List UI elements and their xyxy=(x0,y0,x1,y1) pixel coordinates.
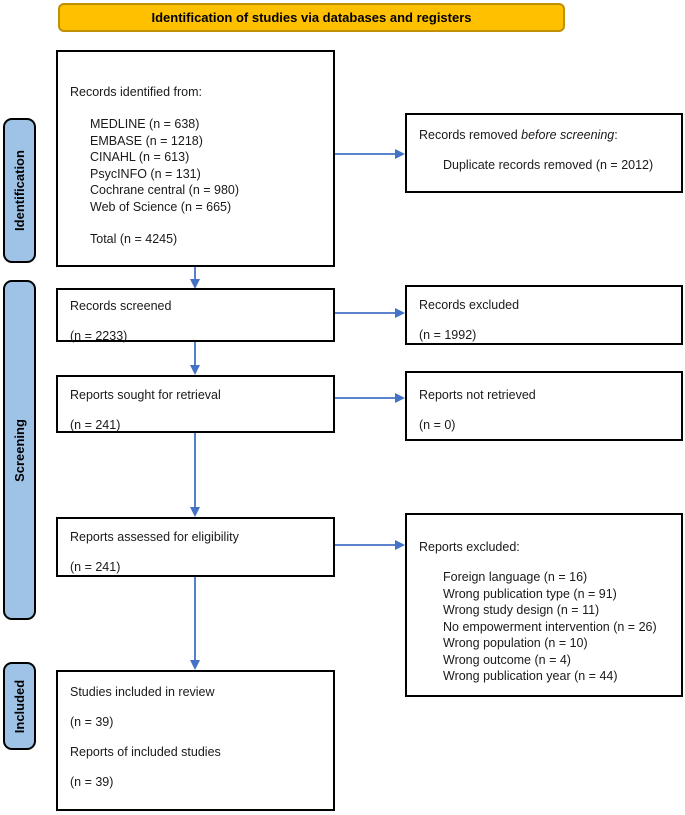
records-screened-count: (n = 2233) xyxy=(70,329,128,343)
reason-wrong-study-design: Wrong study design (n = 11) xyxy=(443,603,600,617)
records-identified-total: Total (n = 4245) xyxy=(90,232,178,246)
source-medline: MEDLINE (n = 638) xyxy=(90,117,200,131)
box-studies-included: Studies included in review (n = 39) Repo… xyxy=(56,670,335,811)
reports-not-retrieved-count: (n = 0) xyxy=(419,418,456,432)
reason-wrong-publication-year: Wrong publication year (n = 44) xyxy=(443,669,618,683)
box-records-screened: Records screened (n = 2233) xyxy=(56,288,335,343)
studies-included-line2: Reports of included studies xyxy=(70,745,221,759)
arrow-sought-to-not-retrieved xyxy=(335,393,405,403)
source-cinahl: CINAHL (n = 613) xyxy=(90,150,190,164)
records-identified-sources: MEDLINE (n = 638) EMBASE (n = 1218) CINA… xyxy=(90,116,321,215)
stage-included-text: Included xyxy=(12,679,28,733)
studies-included-line1: Studies included in review xyxy=(70,685,215,699)
records-removed-title-italic: before screening xyxy=(521,128,615,142)
reports-assessed-title: Reports assessed for eligibility xyxy=(70,530,239,544)
reports-sought-title: Reports sought for retrieval xyxy=(70,388,221,402)
arrow-assessed-to-reports-excluded xyxy=(335,540,405,550)
records-excluded-title: Records excluded xyxy=(419,298,520,312)
box-records-excluded: Records excluded (n = 1992) xyxy=(405,285,683,345)
source-psycinfo: PsycINFO (n = 131) xyxy=(90,166,201,181)
arrow-identified-to-screened xyxy=(190,267,200,289)
source-embase: EMBASE (n = 1218) xyxy=(90,133,203,148)
records-removed-title-suffix: : xyxy=(614,128,618,142)
arrow-identified-to-removed xyxy=(335,149,405,159)
arrow-sought-to-assessed xyxy=(190,433,200,517)
records-screened-title: Records screened xyxy=(70,299,172,313)
reports-not-retrieved-title: Reports not retrieved xyxy=(419,388,536,402)
duplicate-records-removed: Duplicate records removed (n = 2012) xyxy=(443,158,654,172)
banner-identification-of-studies: Identification of studies via databases … xyxy=(58,3,565,32)
stage-label-screening: Screening xyxy=(3,280,36,620)
arrow-assessed-to-included xyxy=(190,577,200,670)
source-web-of-science: Web of Science (n = 665) xyxy=(90,199,232,214)
studies-included-count1: (n = 39) xyxy=(70,715,114,729)
records-removed-title: Records removed before screening: xyxy=(419,127,669,143)
reason-foreign-language: Foreign language (n = 16) xyxy=(443,570,588,584)
reports-excluded-title: Reports excluded: xyxy=(419,540,520,554)
stage-label-included: Included xyxy=(3,662,36,750)
reason-no-empowerment-intervention: No empowerment intervention (n = 26) xyxy=(443,619,657,634)
box-reports-not-retrieved: Reports not retrieved (n = 0) xyxy=(405,371,683,441)
box-reports-assessed: Reports assessed for eligibility (n = 24… xyxy=(56,517,335,577)
arrow-screened-to-sought xyxy=(190,342,200,375)
stage-screening-text: Screening xyxy=(12,418,28,482)
banner-label: Identification of studies via databases … xyxy=(151,10,472,25)
records-identified-title: Records identified from: xyxy=(70,85,203,99)
box-records-removed: Records removed before screening: Duplic… xyxy=(405,113,683,193)
box-reports-excluded: Reports excluded: Foreign language (n = … xyxy=(405,513,683,697)
records-removed-title-prefix: Records removed xyxy=(419,128,522,142)
box-records-identified: Records identified from: MEDLINE (n = 63… xyxy=(56,50,335,267)
reason-wrong-outcome: Wrong outcome (n = 4) xyxy=(443,652,571,667)
reports-excluded-reasons: Foreign language (n = 16) Wrong publicat… xyxy=(443,569,669,685)
box-reports-sought: Reports sought for retrieval (n = 241) xyxy=(56,375,335,433)
source-cochrane: Cochrane central (n = 980) xyxy=(90,183,240,197)
records-excluded-count: (n = 1992) xyxy=(419,328,477,342)
studies-included-count2: (n = 39) xyxy=(70,775,114,789)
reports-assessed-count: (n = 241) xyxy=(70,560,121,574)
reports-sought-count: (n = 241) xyxy=(70,418,121,432)
stage-label-identification: Identification xyxy=(3,118,36,263)
reason-wrong-population: Wrong population (n = 10) xyxy=(443,636,588,650)
stage-identification-text: Identification xyxy=(12,150,28,231)
arrow-screened-to-excluded xyxy=(335,308,405,318)
reason-wrong-publication-type: Wrong publication type (n = 91) xyxy=(443,586,617,601)
